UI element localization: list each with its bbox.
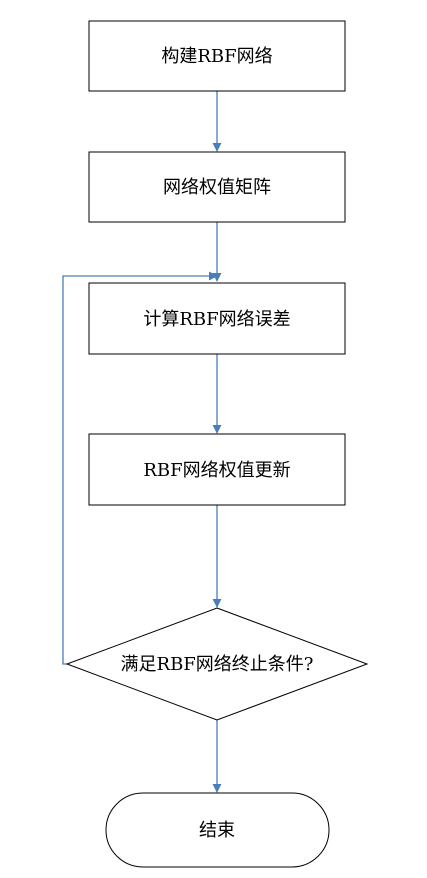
- connectors: [62, 91, 222, 793]
- step-compute-error: 计算RBF网络误差: [88, 282, 346, 355]
- decision-termination-check: 满足RBF网络终止条件?: [65, 607, 369, 721]
- step-update-weights: RBF网络权值更新: [88, 433, 346, 506]
- step-build-network: 构建RBF网络: [88, 20, 346, 92]
- step-weight-matrix: 网络权值矩阵: [88, 151, 346, 223]
- terminal-end: 结束: [105, 792, 330, 868]
- step-weight-matrix-label: 网络权值矩阵: [163, 177, 271, 198]
- step-compute-error-label: 计算RBF网络误差: [143, 309, 290, 330]
- terminal-label: 结束: [199, 820, 235, 841]
- decision-label: 满足RBF网络终止条件?: [121, 654, 314, 675]
- step-update-weights-label: RBF网络权值更新: [143, 460, 290, 481]
- loop-back-arrow: [62, 271, 218, 665]
- step-build-network-label: 构建RBF网络: [161, 46, 272, 67]
